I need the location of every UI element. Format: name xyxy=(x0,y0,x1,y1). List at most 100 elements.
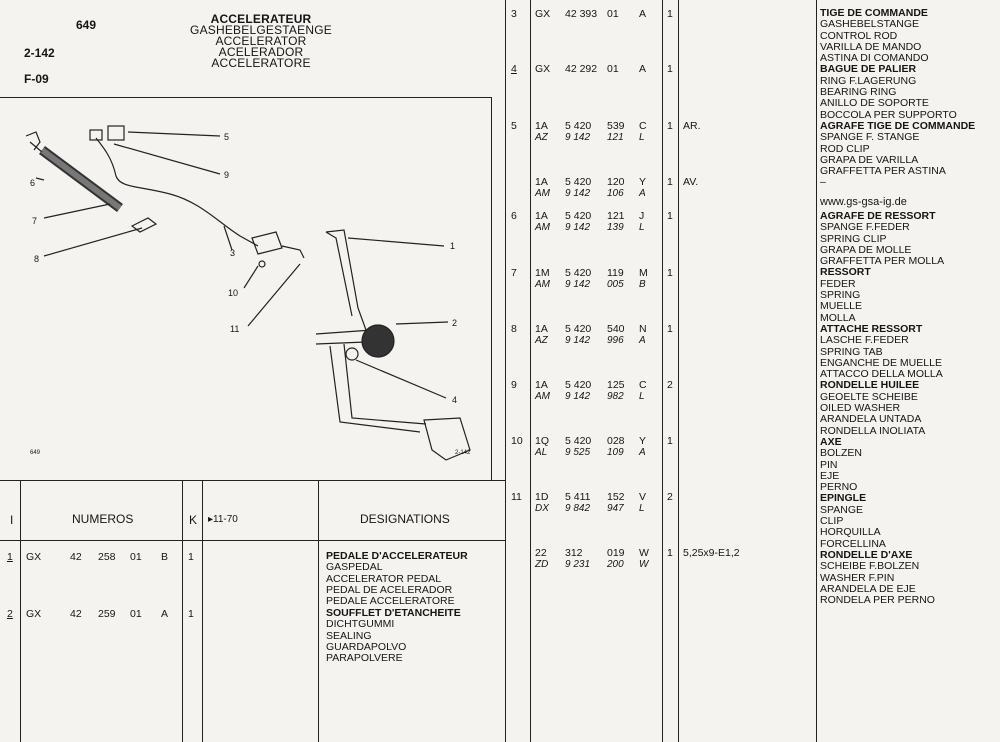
designation-spring-parts: AGRAFE DE RESSORT SPANGE F.FEDER SPRING … xyxy=(820,210,945,607)
cell-prefix: 1D xyxy=(535,491,549,503)
cell-ref-number-alt: 9 842 xyxy=(565,503,591,514)
cell-ref-number-alt: 9 142 xyxy=(565,335,591,346)
cell-ref-number: 5 420 xyxy=(565,267,592,279)
cell-ref-letter: J xyxy=(639,210,645,222)
cell-ref-number: 5 420 xyxy=(565,210,592,222)
cell-ref-number-alt: 9 231 xyxy=(565,559,591,570)
cell-ref-suffix-alt: 139 xyxy=(607,222,624,233)
diagram-corner-group: 2-142 xyxy=(455,450,471,456)
cell-note: AR. xyxy=(683,120,701,132)
cell-ref-letter: N xyxy=(639,323,647,335)
cell-prefix-alt: AM xyxy=(535,188,550,199)
cell-ref-suffix: 540 xyxy=(607,323,625,335)
cell-ref-suffix: 019 xyxy=(607,547,625,559)
cell-prefix: 1A xyxy=(535,210,548,222)
cell-quantity: 1 xyxy=(667,8,673,20)
cell-ref-letter: C xyxy=(639,120,647,132)
cell-prefix: 1A xyxy=(535,323,548,335)
cell-quantity: 1 xyxy=(667,435,673,447)
cell-ref-suffix-alt: 109 xyxy=(607,447,624,458)
title-de: GASHEBELGESTAENGE xyxy=(190,23,332,37)
cell-ref-suffix: 152 xyxy=(607,491,625,503)
title-it: ACCELERATORE xyxy=(211,56,311,70)
cell-ref-letter-alt: B xyxy=(639,279,646,290)
cell-prefix: 1M xyxy=(535,267,550,279)
group-number: 2-142 xyxy=(24,46,55,60)
cell-ref-suffix-alt: 200 xyxy=(607,559,624,570)
cell-ref-letter-alt: L xyxy=(639,391,645,402)
cell-prefix: GX xyxy=(535,8,551,20)
cell-prefix-alt: AZ xyxy=(535,335,548,346)
cell-ref-suffix: 01 xyxy=(607,8,619,20)
website-link[interactable]: www.gs-gsa-ig.de xyxy=(820,196,907,208)
callout-9: 9 xyxy=(224,170,230,180)
cell-prefix: 22 xyxy=(535,547,547,559)
cell-ref-suffix-alt: 005 xyxy=(607,279,624,290)
cell-ref-number: 312 xyxy=(565,547,583,559)
cell-ref-suffix-alt: 996 xyxy=(607,335,624,346)
cell-quantity: 1 xyxy=(667,267,673,279)
title-fr: ACCELERATEUR xyxy=(210,12,312,26)
cell-ref-letter-alt: L xyxy=(639,222,645,233)
cell-ref-suffix-alt: 106 xyxy=(607,188,624,199)
cell-prefix: 1A xyxy=(535,176,548,188)
cell-prefix-alt: AL xyxy=(535,447,548,458)
callout-4: 4 xyxy=(452,395,458,405)
cell-ref-letter-alt: A xyxy=(639,447,646,458)
callout-10: 10 xyxy=(228,288,239,298)
cell-prefix: 1Q xyxy=(535,435,550,447)
reference-code: F-09 xyxy=(24,72,49,86)
cell-prefix-alt: AM xyxy=(535,222,550,233)
cell-rows-item: 7 xyxy=(511,267,517,279)
callout-3: 3 xyxy=(230,248,236,258)
callout-11: 11 xyxy=(230,324,240,334)
cell-ref-letter-alt: A xyxy=(639,335,646,346)
cell-rows-item: 5 xyxy=(511,120,517,132)
cell-quantity: 1 xyxy=(667,63,673,75)
cell-rows-item: 11 xyxy=(511,491,522,503)
cell-ref-number: 5 411 xyxy=(565,491,591,503)
cell-ref-suffix-alt: 982 xyxy=(607,391,624,402)
callout-7: 7 xyxy=(32,216,38,226)
cell-ref-suffix-alt: 947 xyxy=(607,503,624,514)
cell-note: 5,25x9-E1,2 xyxy=(683,547,740,559)
cell-prefix-alt: AZ xyxy=(535,132,548,143)
cell-ref-letter: Y xyxy=(639,435,647,447)
cell-ref-suffix: 125 xyxy=(607,379,625,391)
cell-prefix: GX xyxy=(535,63,551,75)
cell-quantity: 2 xyxy=(667,379,673,391)
cell-ref-suffix: 121 xyxy=(607,210,625,222)
callout-8: 8 xyxy=(34,254,40,264)
cell-ref-letter: A xyxy=(639,8,647,20)
col-header-designations: DESIGNATIONS xyxy=(360,512,450,526)
cell-ref-suffix: 539 xyxy=(607,120,625,132)
cell-ref-letter-alt: L xyxy=(639,503,645,514)
col-header-numeros: NUMEROS xyxy=(72,512,134,526)
callout-6: 6 xyxy=(30,178,36,188)
cell-note: AV. xyxy=(683,176,699,188)
cell-rows-item: 8 xyxy=(511,323,517,335)
title-en: ACCELERATOR xyxy=(215,34,307,48)
cell-ref-number-alt: 9 142 xyxy=(565,222,591,233)
callout-2: 2 xyxy=(452,318,458,328)
cell-prefix-alt: AM xyxy=(535,391,550,402)
diagram-corner-plate: 649 xyxy=(30,450,41,456)
cell-ref-number: 5 420 xyxy=(565,120,592,132)
cell-prefix: 1A xyxy=(535,379,548,391)
cell-quantity: 1 xyxy=(667,210,673,222)
cell-rows-item: 9 xyxy=(511,379,517,391)
cell-ref-number: 42 292 xyxy=(565,63,598,75)
cell-ref-letter: A xyxy=(639,63,647,75)
cell-prefix: 1A xyxy=(535,120,548,132)
cell-ref-number-alt: 9 525 xyxy=(565,447,591,458)
cell-quantity: 1 xyxy=(667,323,673,335)
cell-quantity: 2 xyxy=(667,491,673,503)
cell-rows-item: 10 xyxy=(511,435,523,447)
